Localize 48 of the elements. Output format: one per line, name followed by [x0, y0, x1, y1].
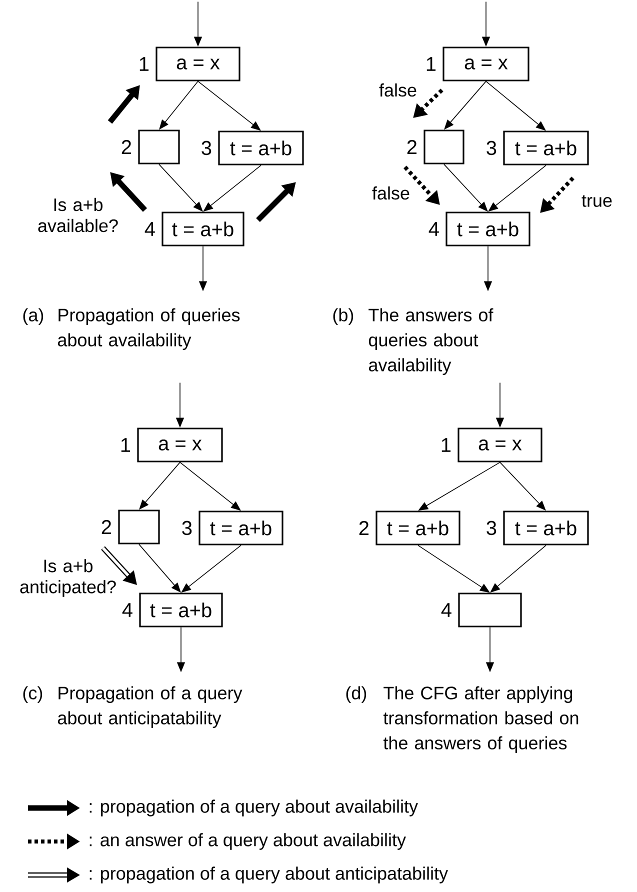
node-number: 4 — [441, 603, 452, 617]
node-number: 2 — [102, 520, 111, 534]
statement-box: a = x — [442, 46, 530, 82]
caption-letter: (b) — [333, 308, 354, 325]
caption-letter: (c) — [23, 686, 42, 703]
arrow-label: Is a+b available? — [38, 198, 118, 232]
arrow-label: Is a+b anticipated? — [20, 559, 116, 597]
caption-letter: (a) — [23, 308, 44, 325]
caption: Propagation of a query about anticipatability — [58, 686, 242, 728]
node-number: 1 — [426, 57, 436, 71]
statement-box: t = a+b — [446, 212, 530, 246]
empty-box — [118, 510, 160, 544]
statement-box: t = a+b — [139, 592, 223, 628]
node-number: 3 — [202, 140, 212, 156]
legend-text: : an answer of a query about availability — [90, 833, 406, 850]
node-number: 1 — [442, 438, 451, 452]
arrow-label: false — [379, 83, 416, 97]
node-number: 3 — [182, 520, 192, 536]
node-number: 4 — [122, 603, 132, 617]
node-number: 2 — [407, 140, 416, 154]
statement-box: t = a+b — [503, 510, 589, 546]
empty-box — [458, 592, 522, 628]
caption: The CFG after applying transformation based on the answers of queries — [383, 686, 578, 753]
statement-box: t = a+b — [218, 130, 304, 166]
node-number: 4 — [144, 222, 155, 236]
node-number: 3 — [486, 520, 496, 536]
node-number: 1 — [140, 57, 149, 71]
node-number: 2 — [359, 521, 368, 535]
caption: The answers of queries about availability — [368, 308, 494, 375]
caption-letter: (d) — [346, 686, 366, 703]
empty-box — [424, 130, 464, 164]
arrow-label: false — [372, 186, 410, 200]
statement-box: t = a+b — [198, 510, 284, 546]
arrow-label: true — [582, 195, 612, 207]
legend-text: : propagation of a query about anticipatability — [90, 866, 448, 884]
statement-box: t = a+b — [503, 130, 589, 166]
statement-box: t = a+b — [162, 212, 244, 246]
statement-box: t = a+b — [376, 510, 460, 546]
node-number: 4 — [428, 222, 439, 236]
empty-box — [138, 130, 180, 164]
statement-box: a = x — [458, 428, 542, 462]
statement-box: a = x — [156, 46, 240, 82]
legend-text: : propagation of a query about availability — [90, 800, 418, 816]
node-number: 1 — [121, 438, 130, 452]
node-number: 2 — [122, 140, 131, 154]
caption: Propagation of queries about availability — [58, 308, 240, 350]
node-number: 3 — [486, 140, 496, 156]
statement-box: a = x — [137, 428, 223, 462]
